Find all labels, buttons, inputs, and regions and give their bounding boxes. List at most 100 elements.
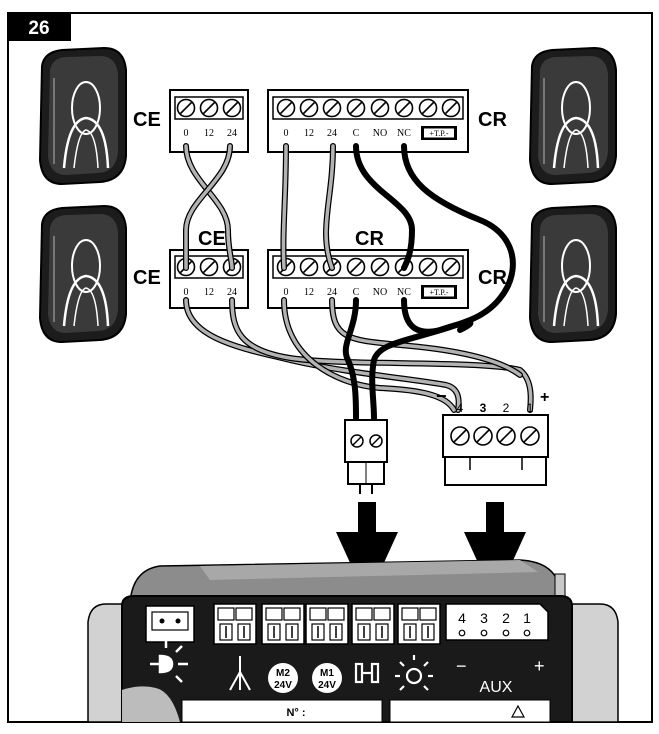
aux-screw-icon: [520, 426, 540, 446]
cr-terminal-top: [267, 89, 469, 153]
aux-plus-sign: +: [540, 389, 549, 406]
aux-terminal-screws: [450, 426, 540, 446]
grey-wires: [183, 143, 534, 413]
cr-terminal-tag: C: [353, 128, 360, 139]
flashing-light-icon: [395, 655, 433, 691]
motor-m1-name: M1: [320, 668, 334, 679]
ce-label-bottom-left: CE: [133, 267, 161, 289]
terminal-screw-icon: [346, 98, 366, 118]
grey-wire: [184, 298, 461, 412]
aux-board-pin: [523, 629, 531, 637]
board-terminal-block: [397, 603, 441, 645]
terminal-screw-icon: [441, 98, 461, 118]
cr-terminal-tag: 12: [304, 128, 314, 139]
cr-terminal-tag: 0: [284, 128, 289, 139]
cr-terminal-tag: C: [353, 287, 360, 298]
motor-m2-voltage: 24V: [274, 680, 292, 691]
aux-board-label: AUX: [480, 679, 513, 696]
tp-terminal-tag: +T.P.-: [421, 126, 457, 140]
photocell-top-right: [528, 46, 618, 186]
motor-m1-icon: M1 24V: [312, 663, 342, 693]
terminal-screw-icon: [441, 257, 461, 277]
tp-terminal-tag: +T.P.-: [421, 285, 457, 299]
aux-board-number: 1: [523, 610, 531, 626]
aux-minus-sign: −: [436, 386, 447, 406]
warning-triangle-icon: [510, 704, 526, 718]
terminal-screws: [176, 98, 461, 277]
ce-label-top-left: CE: [133, 109, 161, 131]
aux-screw-icon: [450, 426, 470, 446]
cr-terminal-tag: 24: [327, 287, 337, 298]
terminal-screw-icon: [299, 257, 319, 277]
terminal-screw-icon: [418, 257, 438, 277]
cr-terminal-tag: 0: [284, 287, 289, 298]
black-wires: [342, 143, 516, 421]
ce-terminal-tag: 24: [227, 128, 237, 139]
photocell-bottom-left: [38, 204, 128, 344]
photocell-symbol-icon: [354, 662, 380, 684]
cr-label-middle: CR: [355, 228, 384, 250]
cr-terminal-tag: 12: [304, 287, 314, 298]
aux-board-plus: +: [534, 656, 545, 676]
terminal-screw-icon: [394, 98, 414, 118]
board-terminal-block: [213, 603, 257, 645]
board-terminal-block: [261, 603, 305, 645]
terminal-screw-icon: [346, 257, 366, 277]
lamp-icon: [150, 640, 188, 683]
motor-m2-name: M2: [276, 668, 290, 679]
svg-text:+T.P.-: +T.P.-: [429, 129, 448, 138]
aux-board-number: 4: [458, 610, 466, 626]
aux-terminal-number: 1: [527, 401, 534, 415]
figure-number: 26: [28, 18, 49, 39]
grey-wire: [184, 144, 232, 270]
aux-board-minus: −: [456, 656, 467, 676]
terminal-screw-icon: [176, 98, 196, 118]
aux-terminal-number: 2: [503, 401, 510, 415]
terminal-screw-icon: [418, 98, 438, 118]
cr-label-top-right: CR: [478, 109, 507, 131]
terminal-screw-icon: [199, 257, 219, 277]
motor-m2-icon: M2 24V: [268, 663, 298, 693]
grey-wire: [230, 298, 533, 412]
ce-terminal-tag: 12: [204, 128, 214, 139]
aux-screw-icon: [496, 426, 516, 446]
cr-label-bottom-right: CR: [478, 267, 507, 289]
ce-terminal-tag: 0: [184, 128, 189, 139]
ce-terminal-tag: 12: [204, 287, 214, 298]
wires: [183, 143, 534, 421]
figure-number-badge: 26: [8, 13, 71, 41]
grey-wire: [281, 144, 288, 270]
ce-terminal-tag: 24: [227, 287, 237, 298]
grey-wire: [330, 298, 522, 377]
board-terminal-block: [351, 603, 395, 645]
cr-terminal-bottom: [267, 249, 469, 309]
grey-wire: [184, 144, 234, 270]
aux-board-connector: [445, 603, 549, 641]
grey-wire: [324, 144, 335, 270]
aux-board-number: 3: [480, 610, 488, 626]
aux-board-pin: [458, 629, 466, 637]
terminal-screw-icon: [370, 257, 390, 277]
photocell-top-left: [38, 46, 127, 186]
antenna-icon: [229, 656, 251, 691]
serial-number-label: N° :: [286, 707, 305, 719]
terminal-screw-icon: [199, 98, 219, 118]
terminal-screw-icon: [370, 98, 390, 118]
photocell-bottom-right: [528, 204, 618, 344]
aux-board-pin: [480, 629, 488, 637]
aux-screw-icon: [473, 426, 493, 446]
cr-terminal-tag: NC: [397, 287, 411, 298]
terminal-screw-icon: [276, 98, 296, 118]
motor-m1-voltage: 24V: [318, 680, 336, 691]
cr-terminal-tag: NO: [373, 128, 387, 139]
cr-terminal-tag: NO: [373, 287, 387, 298]
board-terminal-block: [305, 603, 349, 645]
cr-terminal-tag: NC: [397, 128, 411, 139]
svg-text:+T.P.-: +T.P.-: [429, 288, 448, 297]
cr-terminal-tag: 24: [327, 128, 337, 139]
